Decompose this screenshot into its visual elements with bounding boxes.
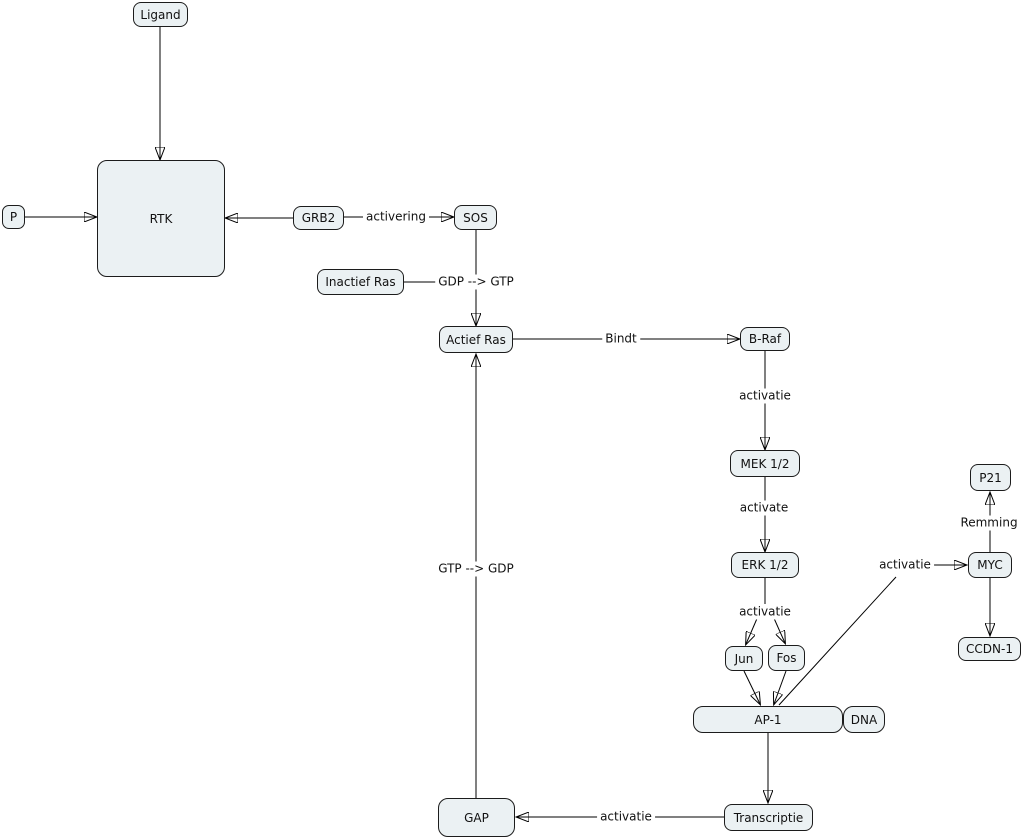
node-p21[interactable]: P21	[970, 464, 1011, 491]
edge-label-gtp-gdp: GTP --> GDP	[435, 561, 517, 577]
node-inactief-ras[interactable]: Inactief Ras	[317, 269, 404, 295]
edge-label-activatie-ap1-myc: activatie	[876, 557, 934, 573]
node-myc[interactable]: MYC	[968, 552, 1012, 578]
node-jun[interactable]: Jun	[725, 646, 763, 671]
node-fos[interactable]: Fos	[768, 645, 805, 671]
edge-label-activatie-erk-fork: activatie	[736, 604, 794, 620]
node-mek[interactable]: MEK 1/2	[730, 450, 800, 477]
edge-label-activatie-transcriptie-gap: activatie	[597, 809, 655, 825]
node-p[interactable]: P	[2, 205, 25, 229]
node-rtk[interactable]: RTK	[97, 160, 225, 277]
node-ligand[interactable]: Ligand	[133, 2, 188, 27]
edge-fos-ap1	[774, 670, 787, 704]
edge-label-bindt: Bindt	[602, 331, 640, 347]
node-b-raf[interactable]: B-Raf	[740, 327, 790, 351]
node-grb2[interactable]: GRB2	[293, 206, 344, 230]
node-erk[interactable]: ERK 1/2	[731, 552, 799, 578]
edge-label-remming: Remming	[957, 515, 1021, 531]
node-ccdn-1[interactable]: CCDN-1	[958, 637, 1021, 661]
node-dna[interactable]: DNA	[843, 706, 885, 733]
edge-label-activatie-braf-mek: activatie	[736, 388, 794, 404]
edge-jun-ap1	[743, 670, 760, 704]
node-transcriptie[interactable]: Transcriptie	[724, 804, 813, 831]
node-sos[interactable]: SOS	[454, 205, 497, 230]
node-actief-ras[interactable]: Actief Ras	[439, 326, 513, 353]
node-gap[interactable]: GAP	[438, 798, 515, 837]
node-ap-1[interactable]: AP-1	[693, 706, 843, 733]
edge-label-gdp-gtp: GDP --> GTP	[435, 274, 517, 290]
edge-label-activate-mek-erk: activate	[736, 500, 792, 516]
edge-label-activering: activering	[363, 209, 429, 225]
edge-ap1-myc-diagonal	[778, 576, 897, 706]
